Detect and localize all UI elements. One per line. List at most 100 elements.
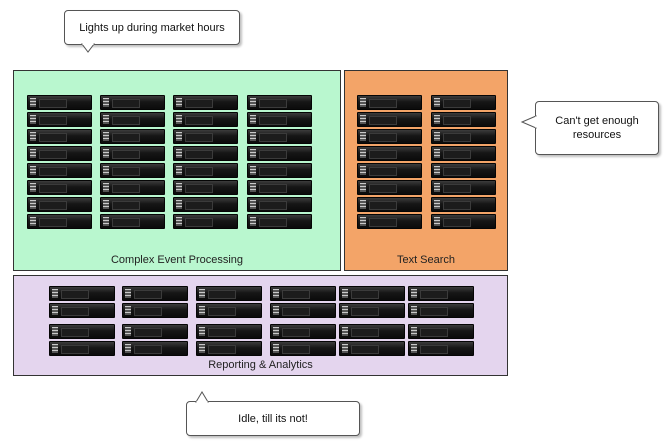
server-unit [247,95,312,110]
server-unit [173,197,238,212]
server-unit [122,324,188,339]
server-unit [431,163,496,178]
server-unit [431,146,496,161]
server-unit [357,197,422,212]
server-unit [27,146,92,161]
panel-reporting-analytics: Reporting & Analytics [13,275,508,376]
server-unit [100,180,165,195]
server-unit [408,324,474,339]
server-unit [357,129,422,144]
callout-market-hours: Lights up during market hours [64,10,240,45]
server-rack-icon [27,95,92,231]
server-unit [27,163,92,178]
server-rack-icon [339,324,405,358]
server-unit [27,180,92,195]
server-unit [100,163,165,178]
server-unit [357,95,422,110]
server-rack-icon [173,95,238,231]
callout-market-text: Lights up during market hours [79,21,225,34]
panel-text-search: Text Search [344,70,508,271]
server-unit [100,146,165,161]
server-rack-icon [122,324,188,358]
server-rack-icon [339,286,405,320]
server-unit [431,129,496,144]
server-unit [339,341,405,356]
server-rack-icon [408,286,474,320]
server-unit [431,112,496,127]
server-unit [100,197,165,212]
server-unit [357,112,422,127]
server-unit [122,303,188,318]
server-unit [173,214,238,229]
panel-label-text-search: Text Search [396,254,456,266]
server-rack-icon [431,95,496,231]
panel-label-reporting: Reporting & Analytics [208,359,313,371]
server-unit [196,303,262,318]
server-unit [247,214,312,229]
server-unit [247,146,312,161]
server-unit [247,112,312,127]
server-unit [339,324,405,339]
server-unit [408,286,474,301]
server-rack-icon [247,95,312,231]
callout-resources-tail [520,115,537,129]
callout-resources: Can't get enough resources [535,101,659,155]
server-unit [173,112,238,127]
server-rack-icon [196,324,262,358]
server-rack-icon [49,286,115,320]
server-rack-icon [408,324,474,358]
server-unit [49,324,115,339]
server-rack-icon [270,286,336,320]
server-unit [339,303,405,318]
server-unit [247,180,312,195]
server-unit [100,129,165,144]
server-unit [49,341,115,356]
server-unit [49,286,115,301]
server-unit [173,180,238,195]
server-unit [357,163,422,178]
server-unit [431,180,496,195]
server-unit [196,324,262,339]
server-unit [27,95,92,110]
server-unit [247,163,312,178]
server-unit [27,112,92,127]
server-unit [100,214,165,229]
panel-complex-event-processing: Complex Event Processing [13,70,341,271]
server-unit [408,341,474,356]
server-rack-icon [122,286,188,320]
server-unit [431,95,496,110]
server-unit [357,146,422,161]
server-unit [270,286,336,301]
server-rack-icon [357,95,422,231]
callout-resources-text: Can't get enough resources [555,115,639,141]
server-rack-icon [196,286,262,320]
callout-idle: Idle, till its not! [186,401,360,436]
server-unit [49,303,115,318]
server-rack-icon [49,324,115,358]
server-unit [173,163,238,178]
server-unit [270,341,336,356]
server-unit [339,286,405,301]
server-unit [408,303,474,318]
server-unit [27,129,92,144]
server-unit [122,341,188,356]
server-unit [431,214,496,229]
server-rack-icon [100,95,165,231]
server-unit [270,324,336,339]
server-unit [100,95,165,110]
server-unit [196,286,262,301]
server-unit [196,341,262,356]
server-unit [357,214,422,229]
server-unit [27,197,92,212]
callout-idle-tail [195,391,209,403]
server-unit [247,129,312,144]
server-rack-icon [270,324,336,358]
server-unit [173,129,238,144]
server-unit [173,95,238,110]
server-unit [247,197,312,212]
server-unit [27,214,92,229]
server-unit [122,286,188,301]
callout-idle-text: Idle, till its not! [238,412,308,425]
server-unit [173,146,238,161]
server-unit [270,303,336,318]
